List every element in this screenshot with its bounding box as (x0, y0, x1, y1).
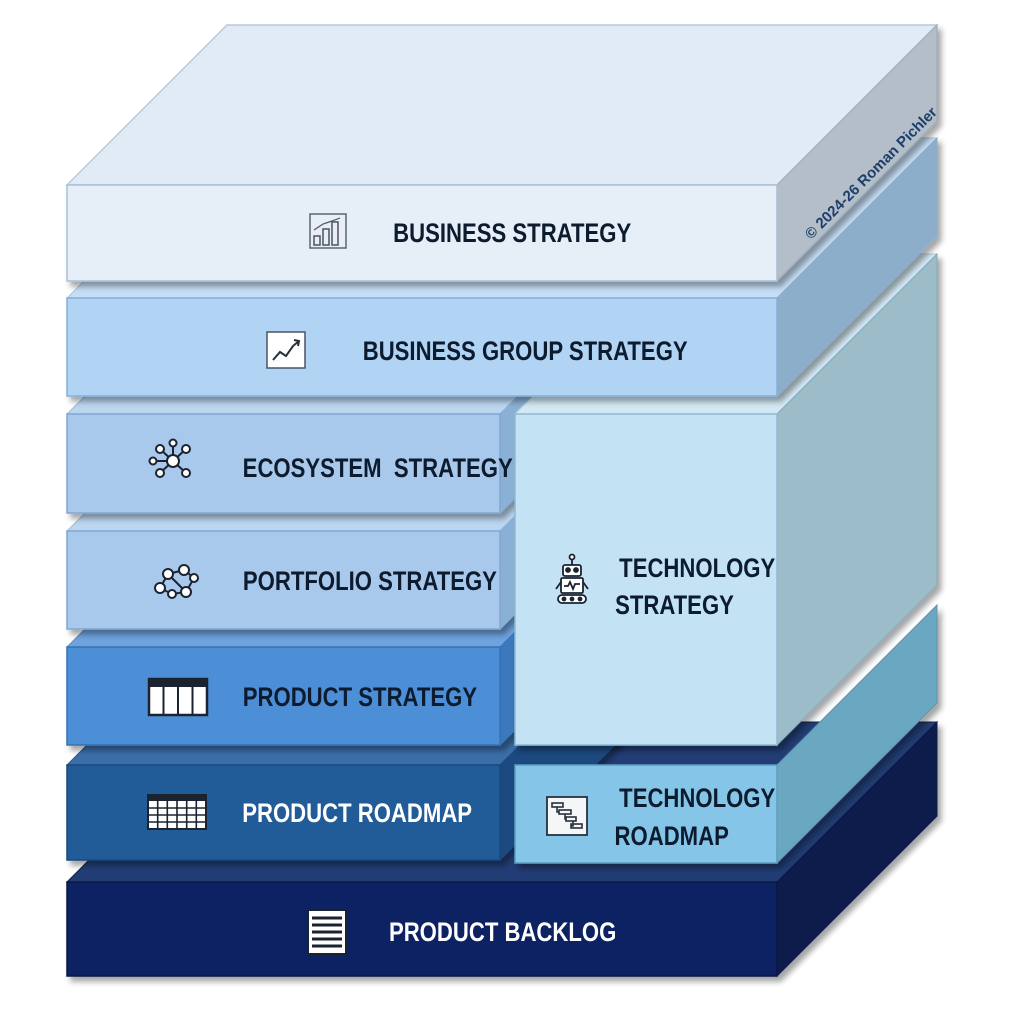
network-hub-icon (148, 438, 191, 478)
technology-strategy-label-line1: TECHNOLOGY (619, 554, 776, 584)
grid-table-icon (147, 794, 207, 830)
robot-icon (555, 553, 589, 604)
ecosystem-strategy-label: ECOSYSTEM STRATEGY (243, 454, 514, 484)
business-strategy-label: BUSINESS STRATEGY (393, 219, 632, 249)
columns-table-icon (147, 677, 209, 717)
technology-roadmap-label-line1: TECHNOLOGY (619, 784, 776, 814)
product-backlog-label: PRODUCT BACKLOG (389, 918, 616, 948)
layer-business-strategy (65, 23, 939, 283)
product-strategy-label: PRODUCT STRATEGY (243, 683, 478, 713)
technology-strategy-label-line2: STRATEGY (615, 591, 734, 621)
portfolio-strategy-label: PORTFOLIO STRATEGY (243, 567, 498, 597)
gantt-icon (546, 796, 588, 836)
connected-nodes-icon (154, 564, 199, 599)
product-roadmap-label: PRODUCT ROADMAP (242, 799, 472, 829)
technology-roadmap-label-line2: ROADMAP (615, 822, 729, 852)
bar-chart-icon (309, 213, 347, 249)
business-group-strategy-label: BUSINESS GROUP STRATEGY (363, 337, 688, 367)
trend-line-icon (266, 331, 306, 369)
backlog-list-icon (307, 909, 347, 955)
